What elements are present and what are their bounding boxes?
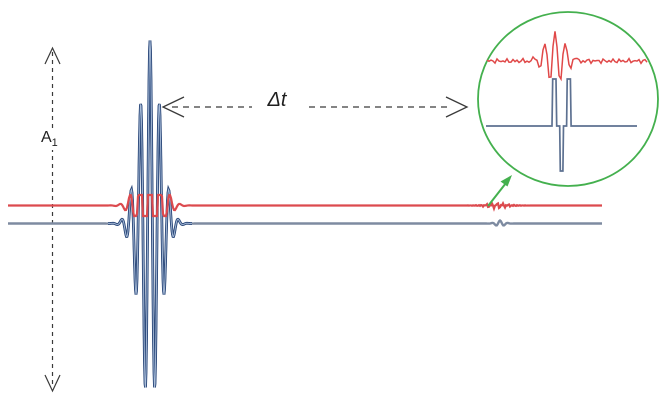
arrow-up-right-icon — [500, 175, 512, 187]
blue-wavelet-highlight — [107, 40, 193, 388]
inset-blue-trace — [486, 78, 637, 172]
amplitude-label-sub: 1 — [51, 137, 58, 149]
blue-wavelet-overlay — [107, 40, 193, 388]
arrow-left-icon — [161, 96, 185, 118]
inset-pointer-line — [487, 182, 507, 207]
arrow-down-icon — [44, 374, 61, 393]
delta-t-label: Δt — [252, 89, 302, 111]
blue-signal-trace — [8, 45, 602, 387]
amplitude-arrow — [44, 46, 61, 393]
inset-red-trace — [486, 31, 648, 82]
arrow-up-icon — [44, 46, 61, 65]
amplitude-label: A1 — [38, 128, 61, 151]
inset-pointer-arrow — [487, 175, 512, 207]
inset-magnifier — [477, 11, 659, 187]
amplitude-label-base: A — [41, 129, 52, 146]
inset-circle — [477, 11, 659, 187]
arrow-right-icon — [445, 96, 469, 118]
red-signal-trace — [8, 193, 602, 218]
delta-t-arrow — [161, 96, 469, 118]
